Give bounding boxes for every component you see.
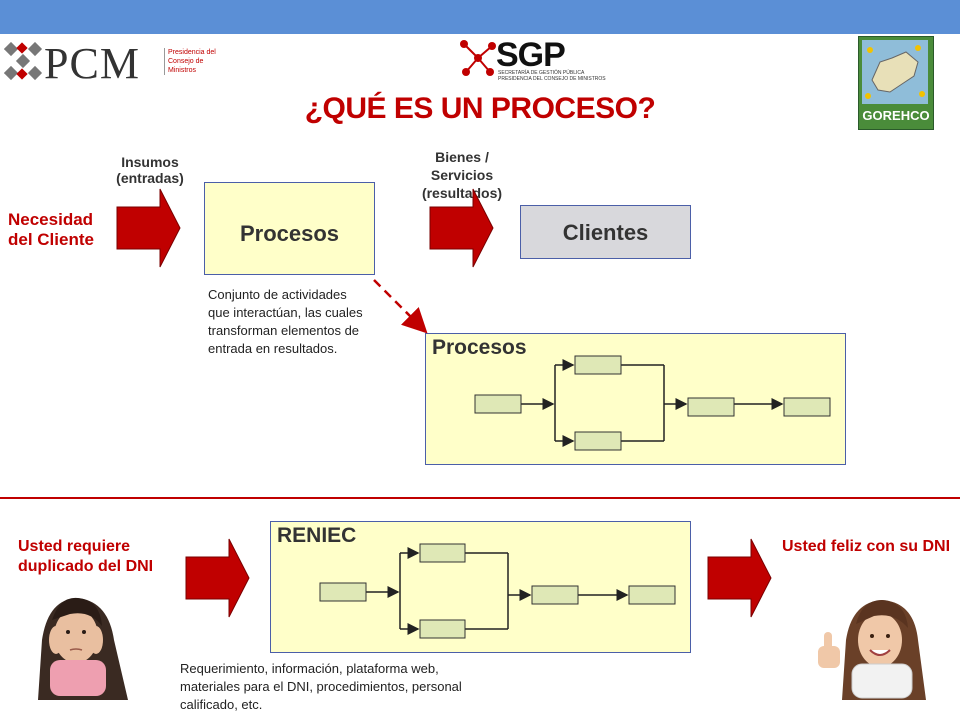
gorehco-map-icon — [862, 40, 928, 104]
section-divider — [0, 497, 960, 499]
process-definition: Conjunto de actividades que interactúan,… — [208, 287, 363, 356]
flow-step — [783, 397, 831, 417]
clients-box: Clientes — [520, 205, 691, 259]
output-arrow-icon — [429, 188, 494, 268]
outputs-label: Bienes / Servicios (resultados) — [421, 149, 503, 201]
sgp-logo-subtitle: SECRETARÍA DE GESTIÓN PÚBLICA PRESIDENCI… — [498, 70, 606, 82]
flow-step — [474, 394, 522, 414]
flow-step — [574, 431, 622, 451]
page-title: ¿QUÉ ES UN PROCESO? — [304, 92, 656, 125]
resources-text: Requerimiento, información, plataforma w… — [180, 661, 462, 712]
clients-box-label: Clientes — [562, 220, 649, 245]
requirement-label: Usted requiere duplicado del DNI — [18, 538, 154, 575]
requirement-arrow-icon — [185, 538, 250, 618]
reniec-label: RENIEC — [277, 524, 357, 547]
process-flow — [521, 359, 784, 447]
pcm-logo-text: PCM — [44, 39, 140, 88]
result-arrow-icon — [707, 538, 772, 618]
flow-step — [531, 585, 579, 605]
pcm-logo-icon — [4, 42, 43, 81]
pcm-logo-subtitle: Presidencia del Consejo de Ministros — [164, 48, 228, 75]
process-detail-label: Procesos — [432, 336, 527, 359]
reniec-box: RENIEC — [270, 521, 691, 653]
process-box: Procesos — [204, 182, 375, 275]
flow-step — [687, 397, 735, 417]
flow-step — [574, 355, 622, 375]
flow-step — [419, 619, 466, 639]
flow-step — [319, 582, 367, 602]
detail-dashed-arrow — [373, 279, 428, 334]
sgp-logo-icon — [460, 40, 496, 76]
gorehco-logo-text: GOREHCO — [862, 108, 930, 123]
input-arrow-icon — [116, 188, 181, 268]
top-bar — [0, 0, 960, 34]
process-box-label: Procesos — [239, 221, 340, 246]
worried-woman-icon — [38, 597, 128, 700]
reniec-flow — [366, 547, 629, 635]
flow-step — [419, 543, 466, 563]
flow-step — [628, 585, 676, 605]
sgp-logo-text: SGP — [496, 36, 566, 74]
inputs-label: Insumos (entradas) — [116, 154, 184, 186]
need-label: Necesidad del Cliente — [8, 210, 94, 249]
happy-woman-icon — [818, 600, 926, 700]
happy-label: Usted feliz con su DNI — [781, 538, 951, 555]
